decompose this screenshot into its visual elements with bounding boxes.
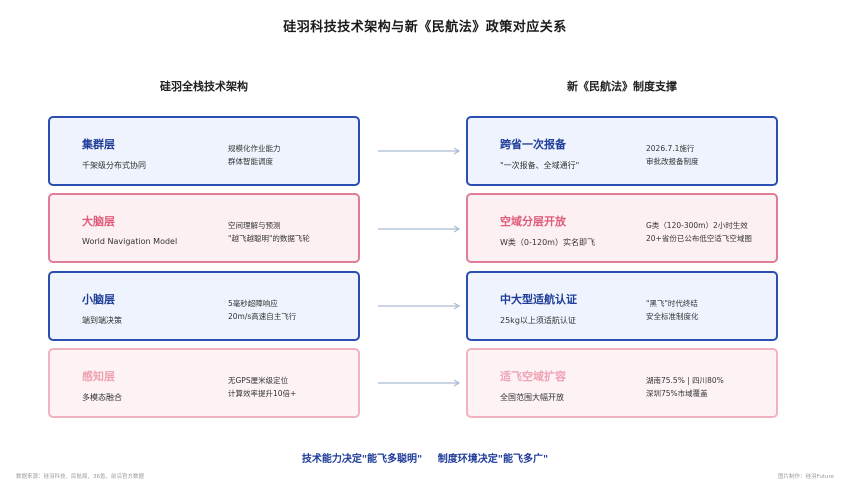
desc-line: 深圳75%市域覆盖 bbox=[646, 389, 708, 398]
desc-line: "越飞越聪明"的数据飞轮 bbox=[228, 234, 310, 243]
card-subtitle: W类（0-120m）实名即飞 bbox=[500, 238, 595, 247]
desc-line: 湖南75.5% | 四川80% bbox=[646, 376, 724, 385]
page-title: 硅羽科技技术架构与新《民航法》政策对应关系 bbox=[283, 20, 567, 35]
desc-line: "黑飞"时代终结 bbox=[646, 299, 698, 308]
card-description: 规模化作业能力 群体智能调度 bbox=[228, 142, 281, 168]
left-card-perception-layer: 感知层 多模态融合 无GPS厘米级定位 计算效率提升10倍+ bbox=[48, 348, 360, 418]
connector-arrow-4 bbox=[378, 379, 461, 387]
credit-note: 图片制作：硅羽Future bbox=[777, 474, 834, 480]
desc-line: 计算效率提升10倍+ bbox=[228, 389, 297, 398]
connector-arrow-3 bbox=[378, 302, 461, 310]
card-subtitle: 端到端决策 bbox=[82, 316, 122, 325]
conclusion-policy: 制度环境决定"能飞多广" bbox=[437, 454, 549, 465]
desc-line: 5毫秒超障响应 bbox=[228, 299, 278, 308]
conclusion-banner: 技术能力决定"能飞多聪明" 制度环境决定"能飞多广" bbox=[0, 450, 850, 465]
card-heading: 适飞空域扩容 bbox=[500, 370, 566, 383]
card-subtitle: 全国范围大幅开放 bbox=[500, 393, 564, 402]
card-subtitle: 千架级分布式协同 bbox=[82, 161, 146, 170]
right-card-airworthiness-certification: 中大型适航认证 25kg以上须适航认证 "黑飞"时代终结 安全标准制度化 bbox=[466, 271, 778, 341]
left-card-brain-layer: 大脑层 World Navigation Model 空间理解与预测 "越飞越聪… bbox=[48, 193, 360, 263]
left-card-cluster-layer: 集群层 千架级分布式协同 规模化作业能力 群体智能调度 bbox=[48, 116, 360, 186]
card-heading: 大脑层 bbox=[82, 215, 115, 228]
desc-line: 安全标准制度化 bbox=[646, 312, 699, 321]
card-description: 2026.7.1施行 审批改报备制度 bbox=[646, 142, 699, 168]
connector-arrow-1 bbox=[378, 147, 461, 155]
desc-line: 2026.7.1施行 bbox=[646, 144, 695, 153]
card-subtitle: "一次报备、全域通行" bbox=[500, 161, 580, 170]
card-description: 5毫秒超障响应 20m/s高速自主飞行 bbox=[228, 297, 296, 323]
left-card-cerebellum-layer: 小脑层 端到端决策 5毫秒超障响应 20m/s高速自主飞行 bbox=[48, 271, 360, 341]
card-heading: 跨省一次报备 bbox=[500, 138, 566, 151]
left-column-header: 硅羽全栈技术架构 bbox=[160, 80, 248, 93]
right-card-airspace-expansion: 适飞空域扩容 全国范围大幅开放 湖南75.5% | 四川80% 深圳75%市域覆… bbox=[466, 348, 778, 418]
card-heading: 感知层 bbox=[82, 370, 115, 383]
right-column-header: 新《民航法》制度支撑 bbox=[567, 80, 677, 93]
card-subtitle: 多模态融合 bbox=[82, 393, 122, 402]
desc-line: 20+省份已公布低空适飞空域图 bbox=[646, 234, 752, 243]
source-note: 数据来源：硅羽科技、民航局、36氪、前沿官方数据 bbox=[16, 474, 145, 480]
desc-line: 审批改报备制度 bbox=[646, 157, 699, 166]
card-description: 无GPS厘米级定位 计算效率提升10倍+ bbox=[228, 374, 296, 400]
desc-line: G类（120-300m）2小时生效 bbox=[646, 221, 748, 230]
desc-line: 规模化作业能力 bbox=[228, 144, 281, 153]
card-heading: 空域分层开放 bbox=[500, 215, 566, 228]
card-heading: 集群层 bbox=[82, 138, 115, 151]
card-description: G类（120-300m）2小时生效 20+省份已公布低空适飞空域图 bbox=[646, 219, 752, 245]
right-card-cross-province-filing: 跨省一次报备 "一次报备、全域通行" 2026.7.1施行 审批改报备制度 bbox=[466, 116, 778, 186]
conclusion-tech: 技术能力决定"能飞多聪明" bbox=[301, 454, 423, 465]
card-heading: 中大型适航认证 bbox=[500, 293, 577, 306]
card-description: 空间理解与预测 "越飞越聪明"的数据飞轮 bbox=[228, 219, 310, 245]
card-subtitle: 25kg以上须适航认证 bbox=[500, 316, 576, 325]
card-description: 湖南75.5% | 四川80% 深圳75%市域覆盖 bbox=[646, 374, 724, 400]
card-description: "黑飞"时代终结 安全标准制度化 bbox=[646, 297, 699, 323]
desc-line: 空间理解与预测 bbox=[228, 221, 281, 230]
desc-line: 群体智能调度 bbox=[228, 157, 273, 166]
desc-line: 无GPS厘米级定位 bbox=[228, 376, 289, 385]
card-subtitle: World Navigation Model bbox=[82, 237, 178, 246]
desc-line: 20m/s高速自主飞行 bbox=[228, 312, 297, 321]
right-card-airspace-layering: 空域分层开放 W类（0-120m）实名即飞 G类（120-300m）2小时生效 … bbox=[466, 193, 778, 263]
connector-arrow-2 bbox=[378, 225, 461, 233]
card-heading: 小脑层 bbox=[82, 293, 115, 306]
